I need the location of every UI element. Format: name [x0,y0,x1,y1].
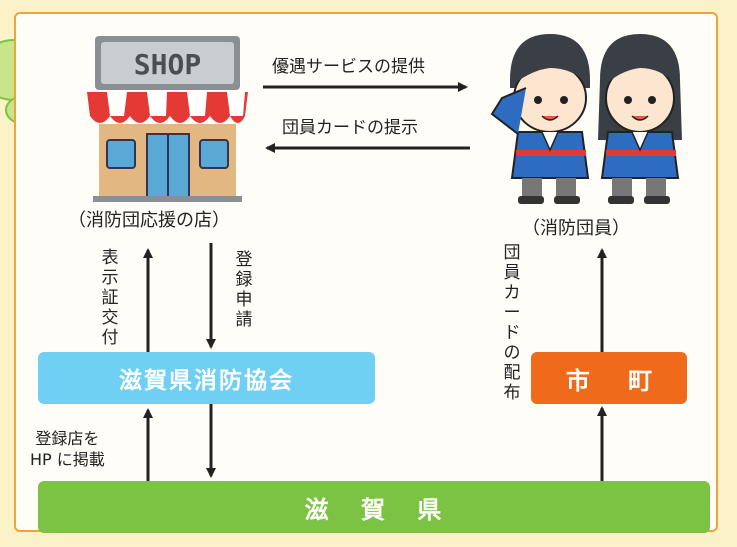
firefighter-saluting-illustration [490,34,590,204]
shop-sign-text: SHOP [134,48,201,81]
member-caption: （消防団員） [522,218,630,239]
city-town-box: 市 町 [531,352,687,404]
label-hp-posting: 登録店を HP に掲載 [30,428,105,470]
firefighters-illustration [490,34,682,204]
label-hp-posting-line1: 登録店を [35,429,100,448]
label-registration-application: 登録申請 [235,250,253,330]
shiga-fire-association-box: 滋賀県消防協会 [38,352,375,404]
label-present-card: 団員カードの提示 [282,118,418,138]
shop-caption: （消防団応援の店） [68,210,230,231]
shop-illustration: SHOP [87,36,248,202]
firefighter-standing-illustration [598,34,682,204]
shiga-prefecture-box: 滋 賀 県 [38,481,710,533]
label-card-distribution: 団員カードの配布 [503,243,521,403]
label-preferential-service: 優遇サービスの提供 [272,57,425,77]
label-hp-posting-line2: HP に掲載 [30,450,105,469]
label-display-certificate: 表示証交付 [101,248,119,348]
